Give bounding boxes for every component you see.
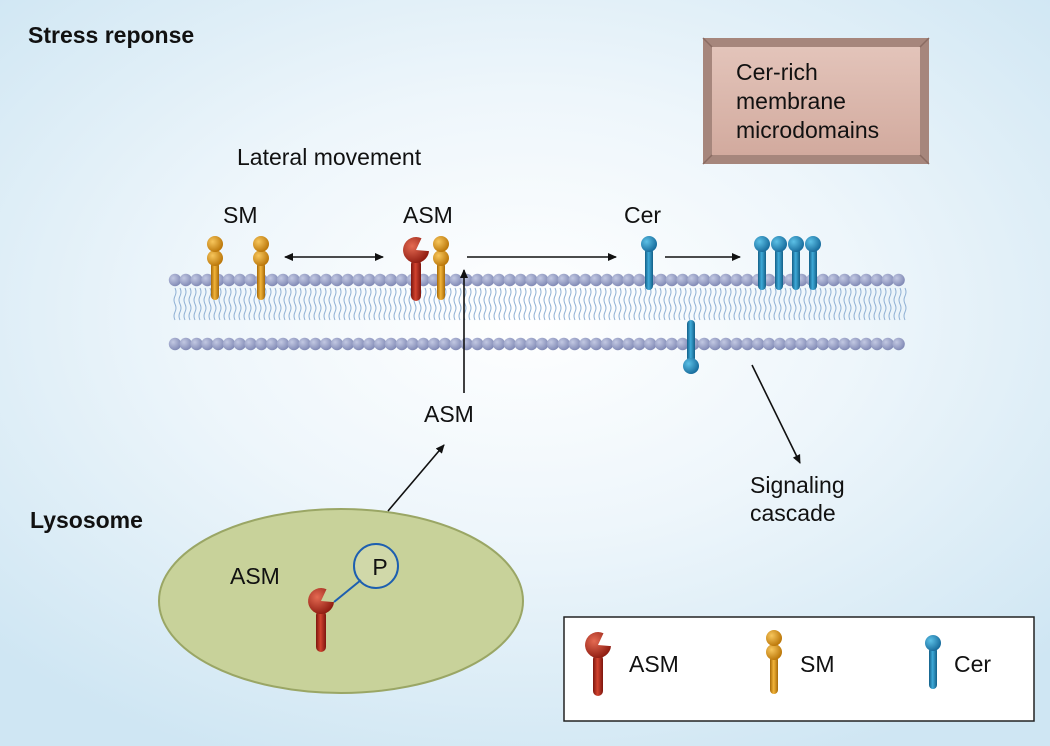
signaling-cascade-label: Signaling cascade	[750, 472, 845, 526]
microdomain-label: Cer-rich membrane microdomains	[736, 59, 880, 143]
molecules	[207, 236, 821, 652]
legend-sm-label: SM	[800, 651, 835, 677]
membrane-inner-leaflet	[168, 337, 905, 351]
phosphate-link	[333, 579, 362, 603]
asm-translocation-label: ASM	[424, 401, 474, 427]
sm-molecule	[253, 236, 269, 300]
legend-sm-icon	[766, 630, 782, 694]
microdomain-box	[702, 37, 930, 165]
asm-enzyme-membrane	[403, 237, 429, 301]
legend-cer-icon	[925, 635, 941, 689]
lateral-movement-label: Lateral movement	[237, 144, 422, 170]
cer-cluster	[754, 236, 821, 290]
plasma-membrane	[168, 273, 907, 351]
legend-box	[563, 616, 1035, 722]
legend-icons	[585, 630, 941, 696]
diagram-title: Stress reponse	[28, 22, 195, 48]
asm-lysosome-label: ASM	[230, 563, 280, 589]
cer-inner-molecule	[683, 320, 699, 374]
lysosome	[158, 508, 524, 694]
cer-molecule	[641, 236, 657, 290]
legend-asm-label: ASM	[629, 651, 679, 677]
lysosome-title: Lysosome	[30, 507, 143, 533]
legend-asm-icon	[585, 632, 611, 696]
sm-label: SM	[223, 202, 258, 228]
asm-enzyme-lysosome	[308, 588, 334, 652]
phosphate-circle	[353, 543, 399, 589]
sm-molecule	[433, 236, 449, 300]
lysosome-exit-arrow	[387, 444, 445, 512]
asm-membrane-label: ASM	[403, 202, 453, 228]
signaling-arrow	[751, 364, 801, 464]
legend-cer-label: Cer	[954, 651, 992, 677]
lipid-tails	[173, 287, 907, 321]
phosphate-label: P	[372, 554, 388, 580]
cer-label: Cer	[624, 202, 662, 228]
sm-molecule	[207, 236, 223, 300]
